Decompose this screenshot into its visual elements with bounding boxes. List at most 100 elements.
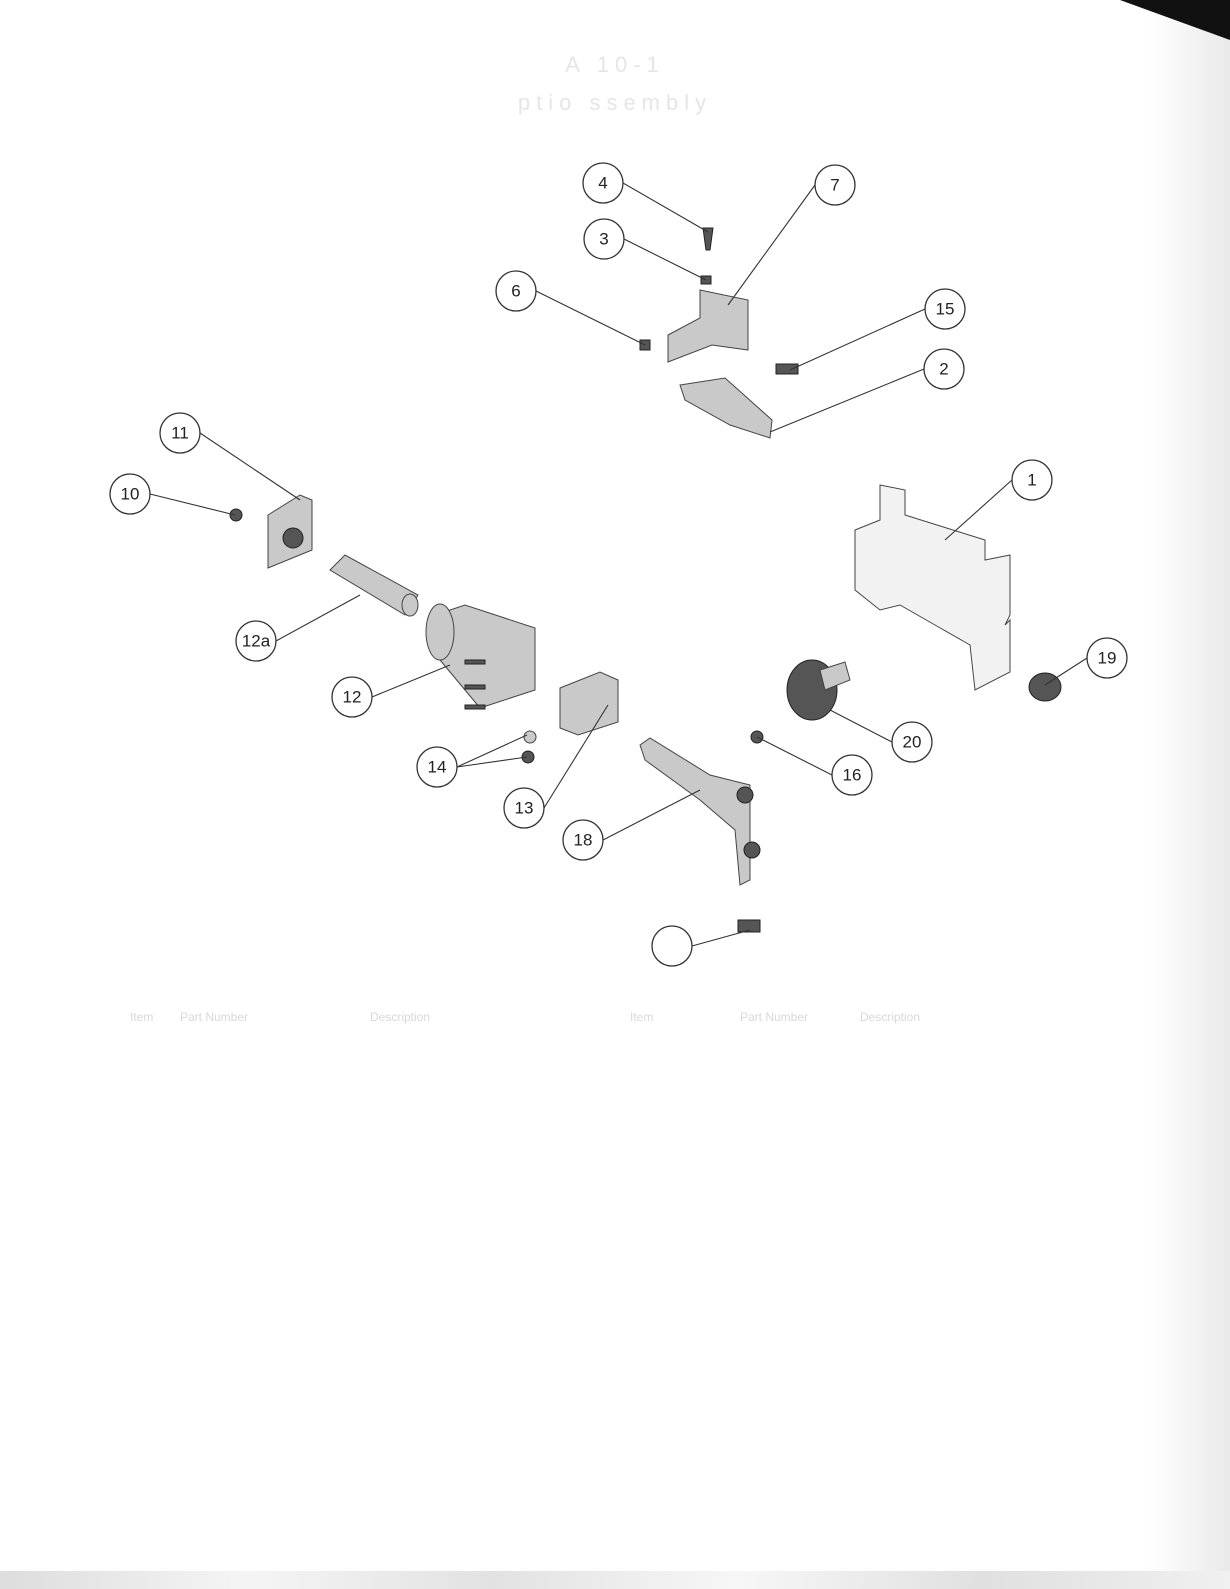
callout-label: 13 bbox=[515, 799, 534, 818]
diagram-shape bbox=[425, 603, 455, 661]
diagram-shape bbox=[199, 432, 301, 501]
left-header-part-number: Part Number bbox=[180, 1010, 249, 1024]
diagram-shape bbox=[639, 737, 751, 886]
callout-12: 12 bbox=[331, 676, 373, 718]
part-11-bracket bbox=[267, 494, 313, 569]
diagram-shape bbox=[149, 493, 236, 516]
diagram-shape bbox=[282, 527, 304, 549]
callout-label: 6 bbox=[511, 282, 520, 301]
diagram-shape bbox=[456, 734, 528, 768]
leader-lines bbox=[149, 182, 1088, 947]
diagram-shape bbox=[371, 664, 451, 698]
diagram-shape bbox=[829, 709, 893, 743]
callout-15: 15 bbox=[924, 288, 966, 330]
part-4-screw bbox=[702, 227, 714, 251]
callout-label: 16 bbox=[843, 766, 862, 785]
diagram-shape bbox=[727, 184, 816, 306]
diagram-shape bbox=[923, 348, 965, 390]
diagram-shape bbox=[229, 508, 243, 522]
right-header-item: Item bbox=[630, 1010, 654, 1024]
diagram-shape bbox=[702, 227, 714, 251]
page-subtitle: ptio ssembly bbox=[517, 90, 713, 115]
page-title: A 10-1 bbox=[565, 52, 665, 77]
callout-14: 14 bbox=[416, 746, 458, 788]
callout-19: 19 bbox=[1086, 637, 1128, 679]
diagram-shape bbox=[622, 182, 709, 233]
part-7-bracket bbox=[667, 289, 749, 363]
diagram-shape bbox=[464, 659, 486, 665]
diagram-shape bbox=[1044, 657, 1088, 686]
diagram-shape bbox=[275, 594, 361, 642]
diagram-shape bbox=[109, 473, 151, 515]
diagram-shape bbox=[737, 919, 761, 933]
diagram-shape bbox=[679, 377, 773, 439]
diagram-shape bbox=[464, 684, 486, 690]
diagram-shape bbox=[743, 841, 761, 859]
callout-label: 7 bbox=[830, 176, 839, 195]
diagram-shape bbox=[159, 412, 201, 454]
diagram-shape bbox=[503, 787, 545, 829]
diagram-shape bbox=[667, 289, 749, 363]
callout-2: 2 bbox=[923, 348, 965, 390]
callout-label: 1 bbox=[1027, 471, 1036, 490]
callout-16: 16 bbox=[831, 754, 873, 796]
diagram-shape bbox=[329, 554, 419, 616]
callout-label: 11 bbox=[171, 424, 189, 443]
diagram-shape bbox=[582, 162, 624, 204]
diagram-shape bbox=[543, 704, 609, 809]
diagram-shape bbox=[924, 288, 966, 330]
callout-label: 10 bbox=[121, 485, 140, 504]
diagram-shape bbox=[831, 754, 873, 796]
diagram-shape bbox=[819, 661, 851, 691]
part-20-wheel bbox=[786, 659, 851, 721]
left-header-description: Description bbox=[370, 1010, 431, 1024]
diagram-shape bbox=[691, 929, 751, 947]
diagram-shape bbox=[583, 218, 625, 260]
diagram-shape bbox=[235, 620, 277, 662]
callout-label: 15 bbox=[936, 300, 955, 319]
part-15-spring bbox=[775, 363, 799, 375]
callout-13: 13 bbox=[503, 787, 545, 829]
diagram-shape bbox=[775, 363, 799, 375]
diagram-shape bbox=[651, 925, 693, 967]
diagram-shape bbox=[1086, 637, 1128, 679]
diagram-shape bbox=[891, 721, 933, 763]
callout-blank bbox=[651, 925, 693, 967]
callout-1: 1 bbox=[1011, 459, 1053, 501]
callout-6: 6 bbox=[495, 270, 537, 312]
part-12-spool bbox=[425, 603, 536, 710]
diagram-shape bbox=[401, 593, 419, 617]
scan-edge-shadow bbox=[1150, 0, 1230, 1589]
part-2-slide bbox=[679, 377, 773, 439]
callout-18: 18 bbox=[562, 819, 604, 861]
diagram-shape bbox=[623, 238, 707, 281]
diagram-shape bbox=[854, 484, 1011, 691]
callout-label: 12 bbox=[343, 688, 362, 707]
callout-label: 18 bbox=[574, 831, 593, 850]
diagram-shape bbox=[331, 676, 373, 718]
diagram-shape bbox=[1011, 459, 1053, 501]
diagram-shape bbox=[814, 164, 856, 206]
exploded-view-diagram: 4 7 3 6 15 2 11 1 10 12a 19 12 20 14 16 … bbox=[109, 162, 1128, 967]
diagram-shape bbox=[464, 704, 486, 710]
scan-bottom-edge bbox=[0, 1571, 1230, 1589]
callout-label: 20 bbox=[903, 733, 922, 752]
diagram-shape bbox=[523, 730, 537, 744]
callout-label: 19 bbox=[1098, 649, 1117, 668]
callout-4: 4 bbox=[582, 162, 624, 204]
callout-11: 11 bbox=[159, 412, 201, 454]
diagram-shape bbox=[944, 479, 1013, 541]
diagram-shape bbox=[789, 308, 926, 371]
diagram-shape bbox=[756, 736, 833, 776]
callout-10: 10 bbox=[109, 473, 151, 515]
part-14-pins bbox=[521, 730, 537, 764]
callout-label: 3 bbox=[599, 230, 608, 249]
diagram-shape bbox=[416, 746, 458, 788]
diagram-shape bbox=[495, 270, 537, 312]
left-header-item: Item bbox=[130, 1010, 154, 1024]
diagram-shape bbox=[559, 671, 619, 736]
part-1-frame bbox=[854, 484, 1011, 691]
part-18-lever bbox=[639, 737, 761, 933]
diagram-shape bbox=[769, 368, 925, 433]
